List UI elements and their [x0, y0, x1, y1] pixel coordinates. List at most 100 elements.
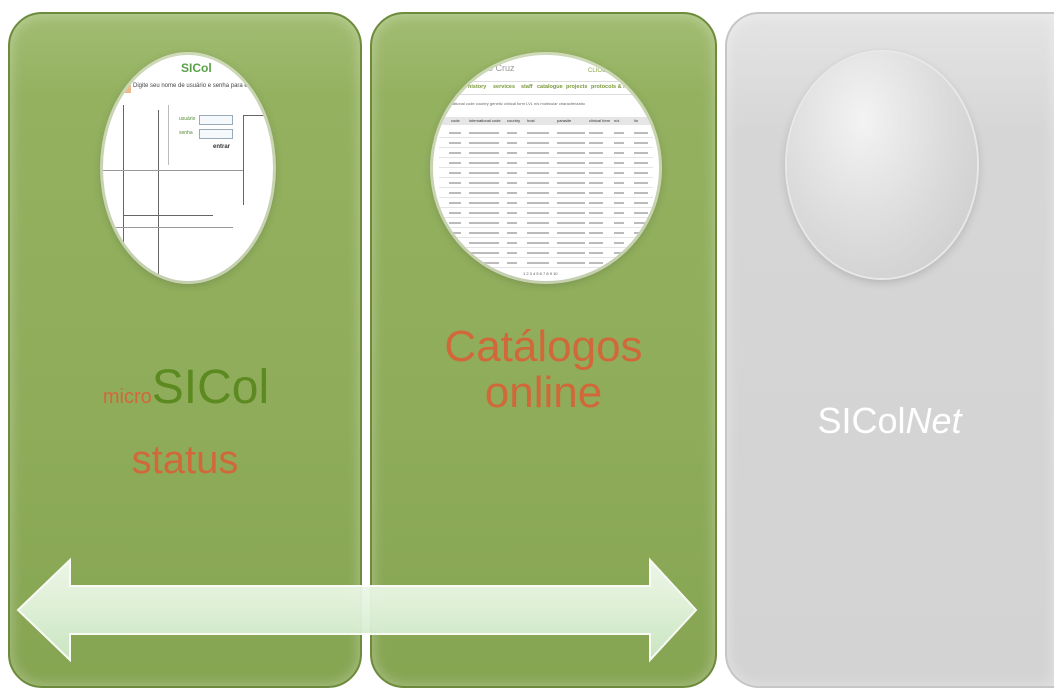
thumbnail-table-cell: [469, 252, 499, 254]
thumbnail-table-header: code international code country host par…: [439, 117, 653, 125]
thumbnail-pager: 1 2 3 4 5 6 7 8 9 10: [523, 271, 558, 276]
thumbnail-table-row: [439, 137, 653, 138]
thumbnail-table-row: [439, 207, 653, 208]
thumbnail-column-header: clinical form: [589, 118, 611, 123]
thumbnail-table-cell: [557, 212, 585, 214]
thumbnail-table-cell: [557, 142, 585, 144]
thumbnail-table-cell: [557, 172, 585, 174]
thumbnail-column-header: host: [527, 118, 535, 123]
thumbnail-table-cell: [589, 212, 603, 214]
thumbnail-table-cell: [589, 232, 603, 234]
thumbnail-guide-line: [103, 170, 243, 171]
thumbnail-table-cell: [589, 152, 603, 154]
thumbnail-column-header: parasite: [557, 118, 572, 123]
thumbnail-table-cell: [507, 202, 517, 204]
thumbnail-table-cell: [589, 162, 603, 164]
thumbnail-nav-bar: history services staff catalogue project…: [433, 81, 659, 95]
thumbnail-table-cell: [449, 252, 461, 254]
thumbnail-table-cell: [527, 182, 549, 184]
thumbnail-table-cell: [634, 182, 648, 184]
sicolnet-title: SIColNet: [725, 400, 1054, 442]
thumbnail-table-cell: [614, 162, 624, 164]
thumbnail-table-cell: [527, 202, 549, 204]
thumbnail-guide-line: [158, 110, 159, 280]
thumbnail-table-cell: [469, 162, 499, 164]
thumbnail-table-row: [439, 257, 653, 258]
thumbnail-table-cell: [469, 152, 499, 154]
thumbnail-table-cell: [614, 202, 624, 204]
thumbnail-table-cell: [507, 132, 517, 134]
thumbnail-nav-item: services: [493, 84, 516, 90]
thumbnail-guide-line: [168, 105, 169, 165]
thumbnail-table-cell: [589, 222, 603, 224]
thumbnail-site-header: o Cruz: [488, 63, 515, 73]
thumbnail-table-cell: [507, 232, 517, 234]
thumbnail-table-cell: [527, 262, 549, 264]
thumbnail-table-cell: [449, 132, 461, 134]
thumbnail-table-row: [439, 267, 653, 268]
thumbnail-table-cell: [449, 262, 461, 264]
empty-bubble-thumbnail: [787, 52, 977, 278]
thumbnail-table-cell: [614, 182, 624, 184]
thumbnail-site-header-right: CLIOC • Co: [588, 68, 620, 74]
thumbnail-table-cell: [589, 202, 603, 204]
thumbnail-table-cell: [614, 232, 624, 234]
thumbnail-nav-item: staff: [521, 84, 533, 90]
microsicol-title-main: SICol: [151, 361, 270, 414]
thumbnail-table-cell: [614, 262, 624, 264]
thumbnail-password-label: senha: [179, 130, 193, 136]
thumbnail-table-cell: [527, 212, 549, 214]
sicolnet-title-italic: Net: [905, 400, 962, 441]
thumbnail-table-cell: [634, 202, 648, 204]
thumbnail-nav-item: protocols & resear: [591, 84, 640, 90]
thumbnail-table-cell: [614, 152, 624, 154]
thumbnail-table-cell: [589, 182, 603, 184]
thumbnail-table-cell: [634, 152, 648, 154]
catalogos-online-title: Catálogos online: [370, 324, 717, 416]
thumbnail-table-cell: [614, 212, 624, 214]
thumbnail-guide-line: [123, 105, 124, 255]
thumbnail-table-cell: [589, 132, 603, 134]
thumbnail-table-cell: [527, 242, 549, 244]
thumbnail-table-cell: [634, 192, 648, 194]
thumbnail-table-cell: [527, 152, 549, 154]
thumbnail-table-cell: [449, 172, 461, 174]
thumbnail-brand-logo: SICol: [181, 61, 212, 75]
thumbnail-column-header: international code: [469, 118, 501, 123]
thumbnail-table-cell: [557, 162, 585, 164]
thumbnail-table-cell: [449, 222, 461, 224]
thumbnail-table-cell: [557, 262, 585, 264]
thumbnail-table-cell: [614, 192, 624, 194]
thumbnail-table-row: [439, 247, 653, 248]
arrow-shape: [16, 557, 698, 663]
thumbnail-password-field: [199, 129, 233, 139]
thumbnail-table-row: [439, 167, 653, 168]
thumbnail-table-cell: [527, 222, 549, 224]
thumbnail-table-cell: [469, 232, 499, 234]
thumbnail-table-cell: [634, 142, 648, 144]
thumbnail-nav-item: projects: [566, 84, 588, 90]
thumbnail-table-cell: [527, 172, 549, 174]
thumbnail-column-header: lin: [634, 118, 639, 123]
sicolnet-title-main: SICol: [817, 400, 906, 441]
thumbnail-table-cell: [557, 152, 585, 154]
thumbnail-table-cell: [614, 142, 624, 144]
thumbnail-login-prompt: Digite seu nome de usuário e senha para …: [133, 83, 261, 89]
thumbnail-table-cell: [634, 222, 648, 224]
catalogue-screenshot-thumbnail: o Cruz CLIOC • Co history services staff…: [433, 55, 659, 281]
thumbnail-table-cell: [557, 222, 585, 224]
thumbnail-table-cell: [557, 232, 585, 234]
thumbnail-table-cell: [557, 132, 585, 134]
thumbnail-table-row: [439, 237, 653, 238]
thumbnail-table-cell: [507, 152, 517, 154]
thumbnail-table-row: [439, 147, 653, 148]
thumbnail-table-cell: [589, 172, 603, 174]
thumbnail-table-cell: [507, 172, 517, 174]
thumbnail-table-cell: [614, 172, 624, 174]
thumbnail-enter-button: entrar: [213, 144, 231, 150]
thumbnail-table-cell: [634, 212, 648, 214]
thumbnail-user-field: [199, 115, 233, 125]
thumbnail-table-row: [439, 177, 653, 178]
thumbnail-table-cell: [449, 232, 461, 234]
thumbnail-table-cell: [507, 162, 517, 164]
